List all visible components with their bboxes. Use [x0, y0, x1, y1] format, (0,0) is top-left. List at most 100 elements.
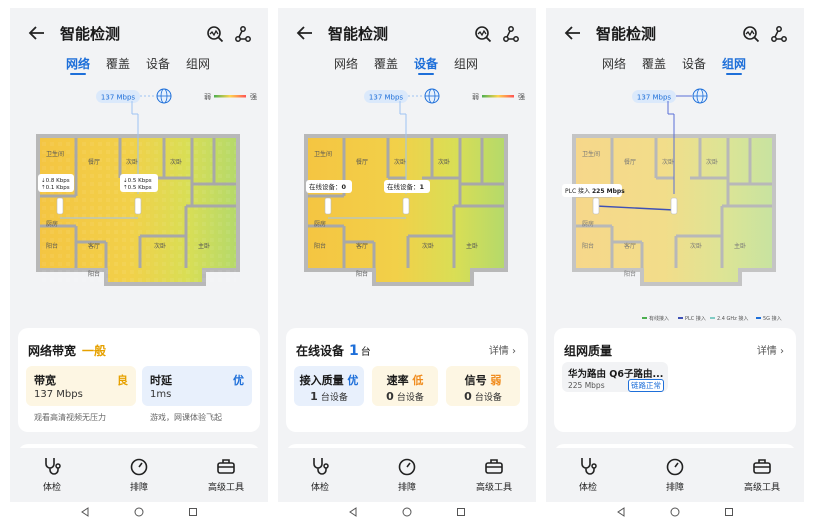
back-arrow-icon[interactable]	[296, 24, 314, 42]
card-title: 网络带宽一般	[28, 344, 107, 358]
topology-icon[interactable]	[770, 25, 788, 43]
home-circle-icon[interactable]	[670, 507, 680, 517]
back-arrow-icon[interactable]	[28, 24, 46, 42]
system-nav-bar	[278, 502, 536, 522]
speed-label: 137 Mbps	[637, 94, 672, 102]
nav-advanced-tools[interactable]: 高级工具	[732, 456, 792, 493]
gauge-icon	[666, 458, 684, 476]
room-label: 阳台	[356, 270, 368, 278]
bandwidth-box[interactable]: 带宽 良 137 Mbps	[26, 366, 136, 406]
internet-globe-icon	[156, 88, 172, 104]
room-label: 客厅	[356, 242, 368, 250]
speed-test-icon[interactable]	[206, 25, 224, 43]
tab-devices[interactable]: 设备	[682, 57, 707, 71]
phone-screen-mesh: 智能检测 网络 覆盖 设备 组网 137 Mbps 卫生间 餐厅 次卧 次卧	[546, 8, 804, 522]
system-nav-bar	[10, 502, 268, 522]
router-icon	[134, 197, 142, 215]
tab-coverage[interactable]: 覆盖	[374, 57, 399, 71]
back-triangle-icon[interactable]	[616, 507, 626, 517]
room-label: 次卧	[170, 158, 182, 166]
tab-mesh[interactable]: 组网	[454, 57, 479, 71]
toolbox-icon	[753, 459, 771, 474]
nav-label: 体检	[310, 483, 329, 493]
mesh-node-item[interactable]: 华为路由 Q6子路由... 225 Mbps 链路正常	[562, 362, 668, 392]
bandwidth-value: 137 Mbps	[34, 389, 83, 400]
room-label: 主卧	[466, 242, 478, 250]
header: 智能检测	[10, 18, 268, 50]
stethoscope-icon	[45, 458, 61, 475]
home-circle-icon[interactable]	[402, 507, 412, 517]
nav-checkup[interactable]: 体检	[22, 456, 82, 493]
internet-globe-icon	[424, 88, 440, 104]
nav-troubleshoot[interactable]: 排障	[109, 456, 169, 493]
latency-label: 时延	[150, 374, 172, 387]
speed-test-icon[interactable]	[742, 25, 760, 43]
node1-online-devices: 在线设备：0	[309, 182, 347, 191]
nav-label: 排障	[665, 483, 684, 493]
gauge-icon	[398, 458, 416, 476]
floor-plan-heatmap: 137 Mbps 弱 强 卫生间 餐厅 次卧 次卧 厨房 阳台 客厅 次卧 主卧…	[304, 88, 525, 286]
nav-troubleshoot[interactable]: 排障	[377, 456, 437, 493]
phone-screen-network: 智能检测 网络 覆盖 设备 组网 137 Mbps 弱 强	[10, 8, 268, 522]
back-arrow-icon[interactable]	[564, 24, 582, 42]
bandwidth-desc: 观看高清视频无压力	[34, 413, 106, 422]
room-label: 客厅	[624, 242, 636, 250]
system-nav-bar	[546, 502, 804, 522]
nav-advanced-tools[interactable]: 高级工具	[196, 456, 256, 493]
mesh-quality-card: 组网质量 详情 › 华为路由 Q6子路由... 225 Mbps 链路正常	[554, 328, 796, 432]
latency-quality: 优	[233, 374, 244, 387]
toolbox-icon	[217, 459, 235, 474]
recents-square-icon[interactable]	[724, 507, 734, 517]
access-quality-title: 接入质量 优	[299, 374, 359, 387]
header: 智能检测	[546, 18, 804, 50]
signal-title: 信号 弱	[464, 374, 502, 387]
router-icon	[592, 197, 600, 215]
node2-down-rate: ⇣0.5 Kbps	[123, 178, 152, 184]
room-label: 次卧	[394, 158, 406, 166]
room-label: 阳台	[88, 270, 100, 278]
tab-network[interactable]: 网络	[602, 57, 627, 71]
tab-bar: 网络 覆盖 设备 组网	[334, 55, 536, 77]
speed-pill	[96, 90, 140, 103]
room-label: 阳台	[624, 270, 636, 278]
nav-advanced-tools[interactable]: 高级工具	[464, 456, 524, 493]
tab-devices[interactable]: 设备	[146, 57, 171, 71]
stethoscope-icon	[313, 458, 329, 475]
tab-mesh[interactable]: 组网	[722, 57, 747, 75]
details-link[interactable]: 详情 ›	[756, 346, 784, 357]
tab-coverage[interactable]: 覆盖	[106, 57, 131, 71]
mesh-node-name: 华为路由 Q6子路由...	[568, 369, 664, 380]
nav-checkup[interactable]: 体检	[290, 456, 350, 493]
room-label: 次卧	[438, 158, 450, 166]
nav-troubleshoot[interactable]: 排障	[645, 456, 705, 493]
tab-network[interactable]: 网络	[66, 57, 91, 75]
back-triangle-icon[interactable]	[80, 507, 90, 517]
speed-test-icon[interactable]	[474, 25, 492, 43]
details-link[interactable]: 详情 ›	[488, 346, 516, 357]
tab-mesh[interactable]: 组网	[186, 57, 211, 71]
speed-pill	[364, 90, 408, 103]
nav-checkup[interactable]: 体检	[558, 456, 618, 493]
tab-coverage[interactable]: 覆盖	[642, 57, 667, 71]
speed-label: 137 Mbps	[369, 94, 404, 102]
tab-devices[interactable]: 设备	[414, 57, 439, 75]
latency-desc: 游戏，网课体验飞起	[150, 413, 222, 422]
latency-box[interactable]: 时延 优 1ms	[142, 366, 252, 406]
topology-icon[interactable]	[234, 25, 252, 43]
topology-icon[interactable]	[502, 25, 520, 43]
page-title: 智能检测	[60, 25, 121, 43]
room-label: 厨房	[314, 220, 326, 228]
legend-strong: 强	[518, 93, 525, 101]
recents-square-icon[interactable]	[456, 507, 466, 517]
tab-network[interactable]: 网络	[334, 57, 359, 71]
back-triangle-icon[interactable]	[348, 507, 358, 517]
node2-up-rate: ⇡0.5 Kbps	[123, 184, 152, 191]
floor-plan-heatmap: 137 Mbps 弱 强 卫生间 餐厅 次卧 次卧 厨房 阳台 客厅 次卧 主卧…	[36, 88, 257, 286]
recents-square-icon[interactable]	[188, 507, 198, 517]
home-circle-icon[interactable]	[134, 507, 144, 517]
